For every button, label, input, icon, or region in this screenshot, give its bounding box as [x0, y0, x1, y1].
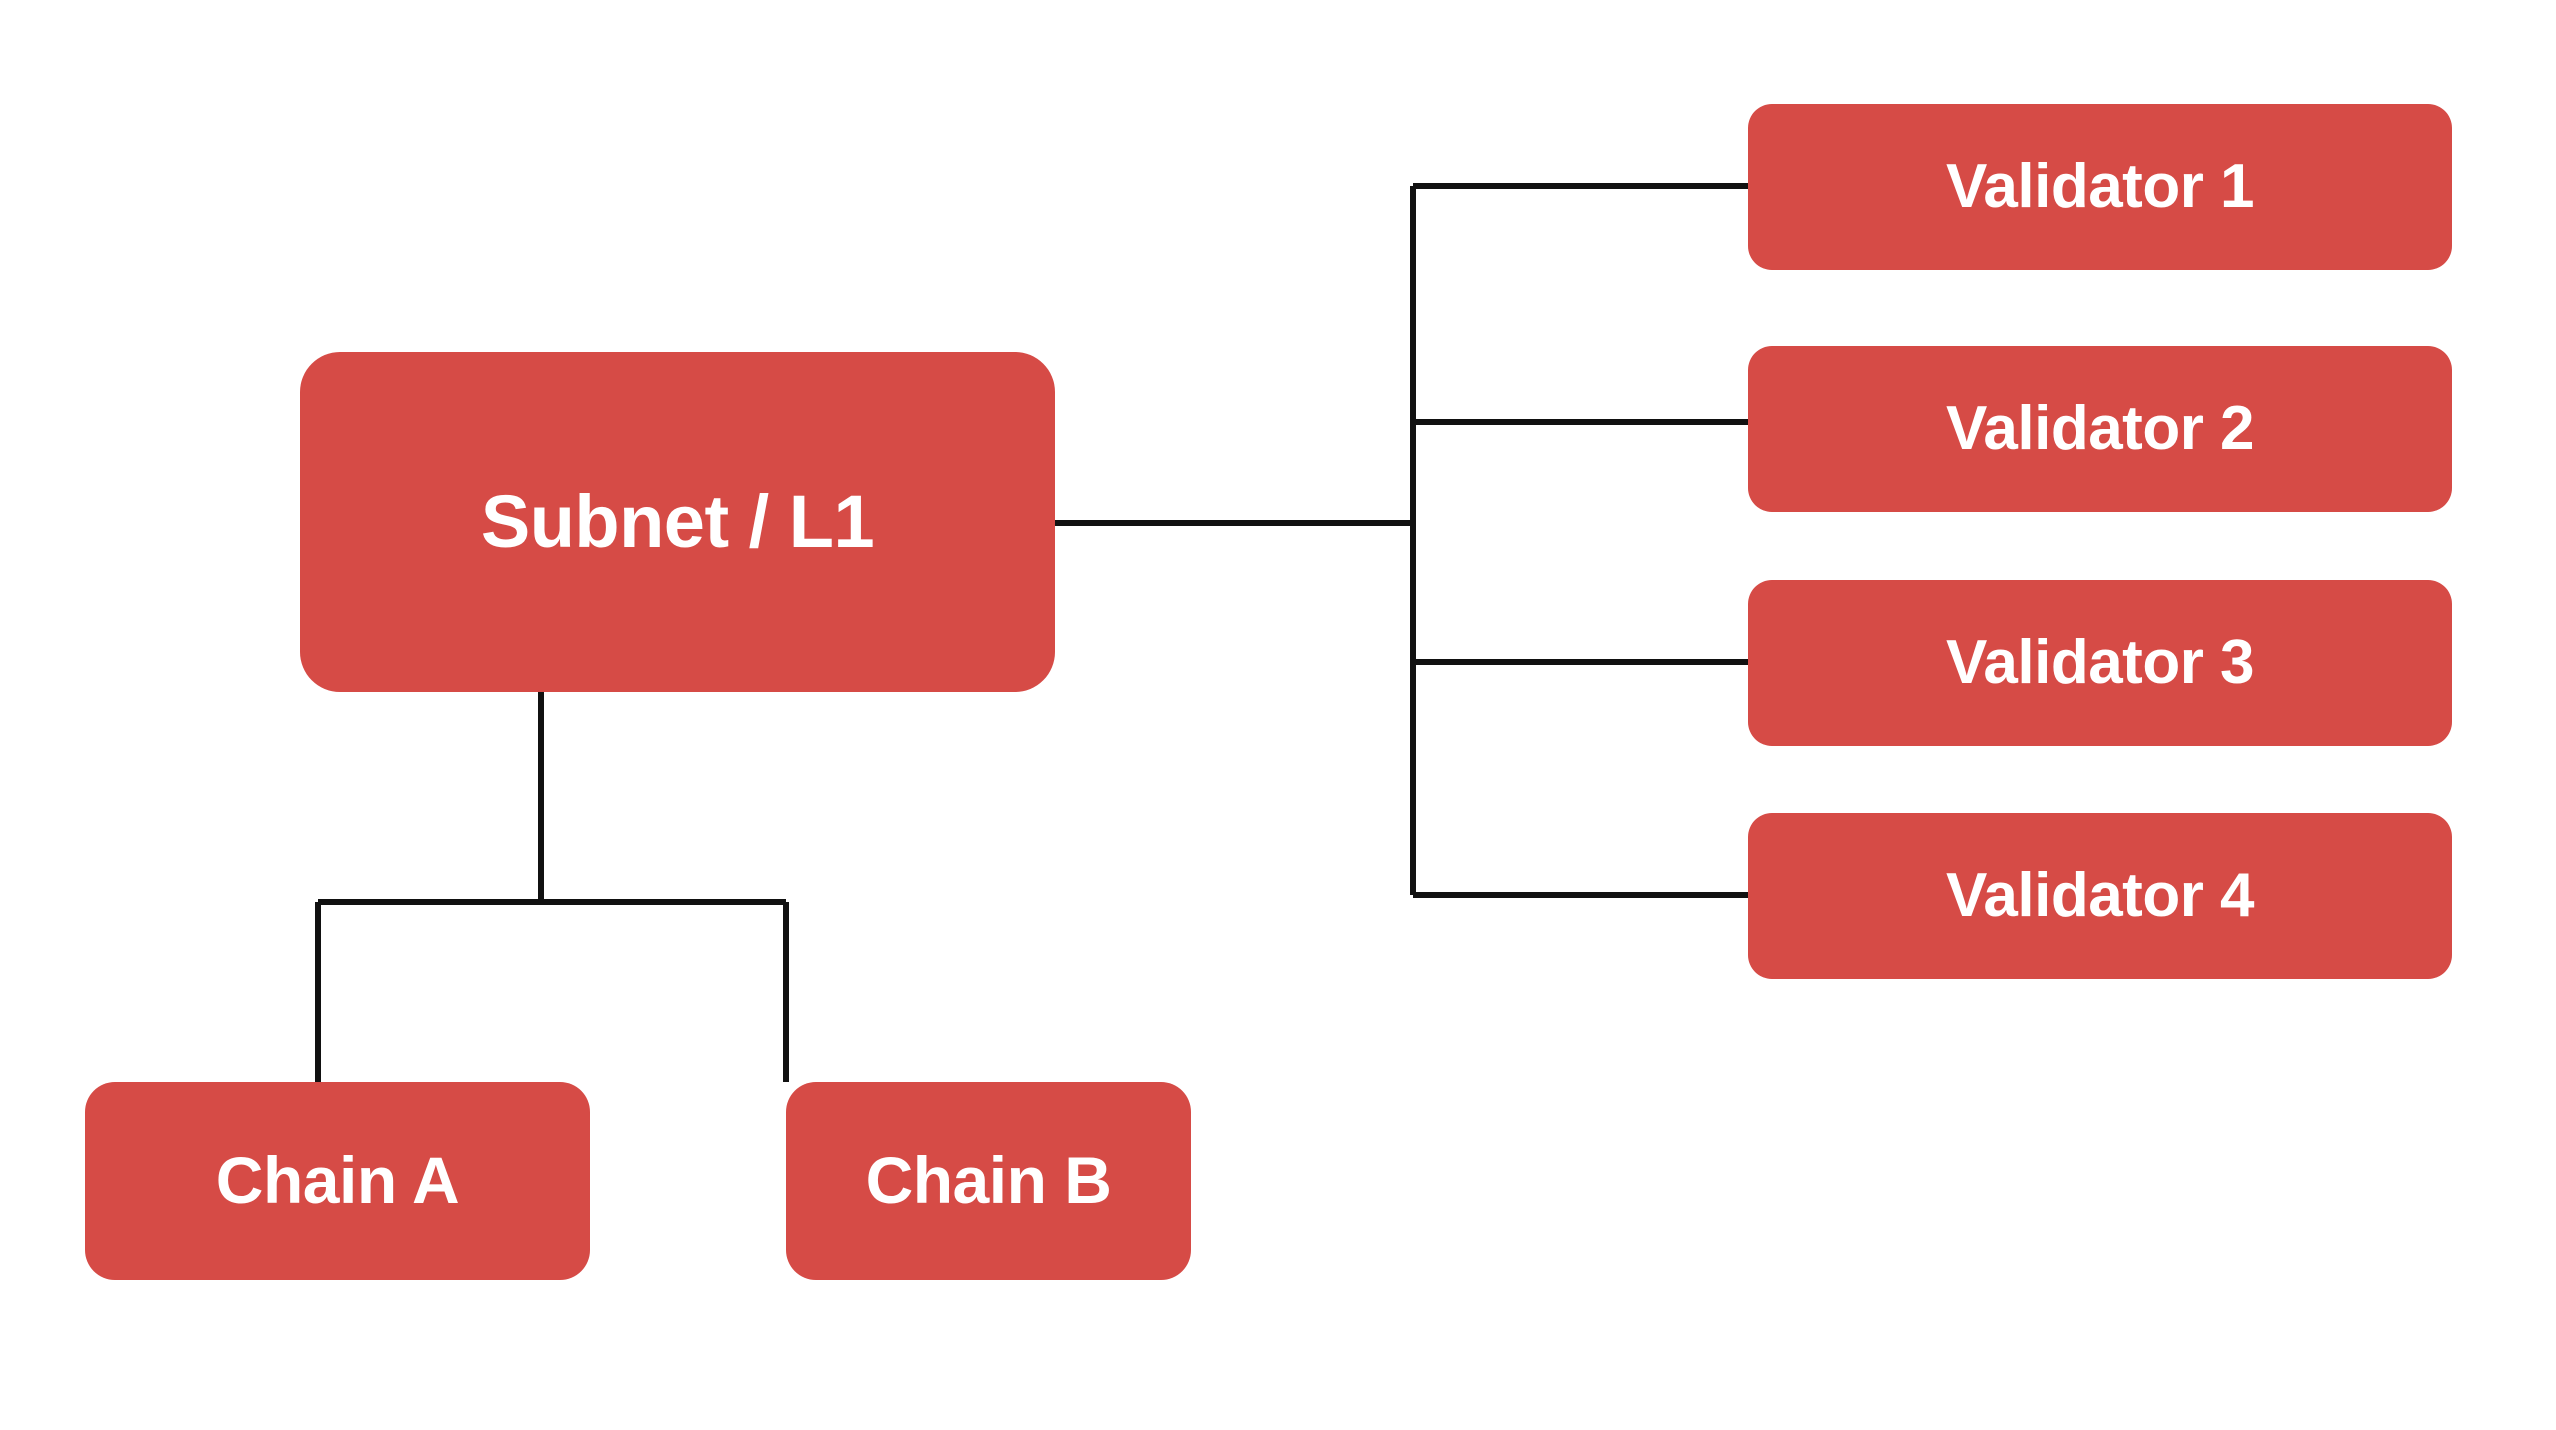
- node-validator-4-label: Validator 4: [1945, 861, 2255, 931]
- node-validator-1[interactable]: Validator 1: [1748, 104, 2452, 270]
- node-subnet-l1-label: Subnet / L1: [480, 480, 875, 564]
- node-validator-2[interactable]: Validator 2: [1748, 346, 2452, 512]
- node-chain-a-label: Chain A: [215, 1143, 460, 1218]
- node-validator-4[interactable]: Validator 4: [1748, 813, 2452, 979]
- node-validator-1-label: Validator 1: [1945, 152, 2255, 222]
- node-validator-2-label: Validator 2: [1945, 394, 2255, 464]
- node-chain-b[interactable]: Chain B: [786, 1082, 1191, 1280]
- node-validator-3-label: Validator 3: [1945, 628, 2255, 698]
- node-subnet-l1[interactable]: Subnet / L1: [300, 352, 1055, 692]
- node-chain-a[interactable]: Chain A: [85, 1082, 590, 1280]
- node-validator-3[interactable]: Validator 3: [1748, 580, 2452, 746]
- node-chain-b-label: Chain B: [865, 1143, 1112, 1218]
